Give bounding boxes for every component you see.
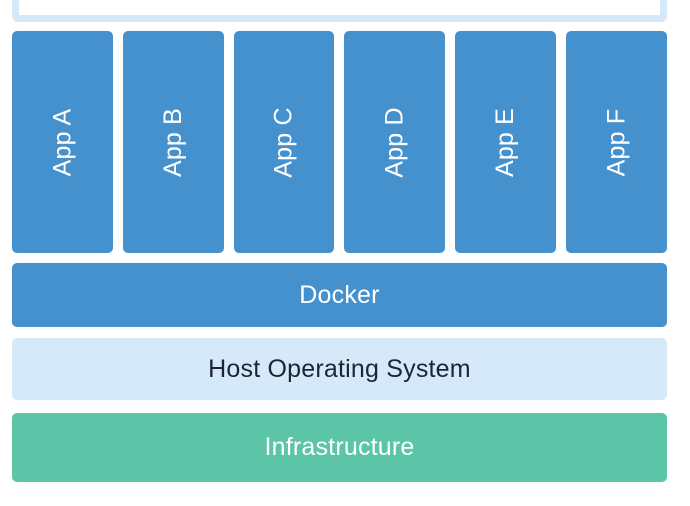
app-box-e[interactable]: App E — [455, 31, 557, 253]
app-box-c[interactable]: App C — [233, 31, 335, 253]
layer-docker-label: Docker — [299, 280, 380, 309]
layer-infrastructure-label: Infrastructure — [264, 433, 415, 461]
app-label-a: App A — [47, 108, 76, 176]
app-box-d[interactable]: App D — [344, 31, 446, 253]
layer-docker[interactable]: Docker — [12, 263, 667, 327]
app-box-a[interactable]: App A — [12, 31, 113, 253]
layer-infrastructure[interactable]: Infrastructure — [12, 413, 667, 482]
app-label-e: App E — [491, 107, 520, 177]
layer-host-operating-system-label: Host Operating System — [208, 354, 471, 383]
app-box-f[interactable]: App F — [566, 31, 667, 253]
app-label-f: App F — [602, 108, 631, 176]
layer-host-operating-system[interactable]: Host Operating System — [12, 338, 667, 400]
app-label-b: App B — [158, 107, 187, 177]
outer-boundary-box — [12, 0, 667, 22]
app-label-c: App C — [269, 106, 298, 178]
app-label-d: App D — [380, 106, 409, 178]
app-box-b[interactable]: App B — [122, 31, 224, 253]
app-containers-row: App A App B App C App D App E App F — [12, 31, 667, 253]
